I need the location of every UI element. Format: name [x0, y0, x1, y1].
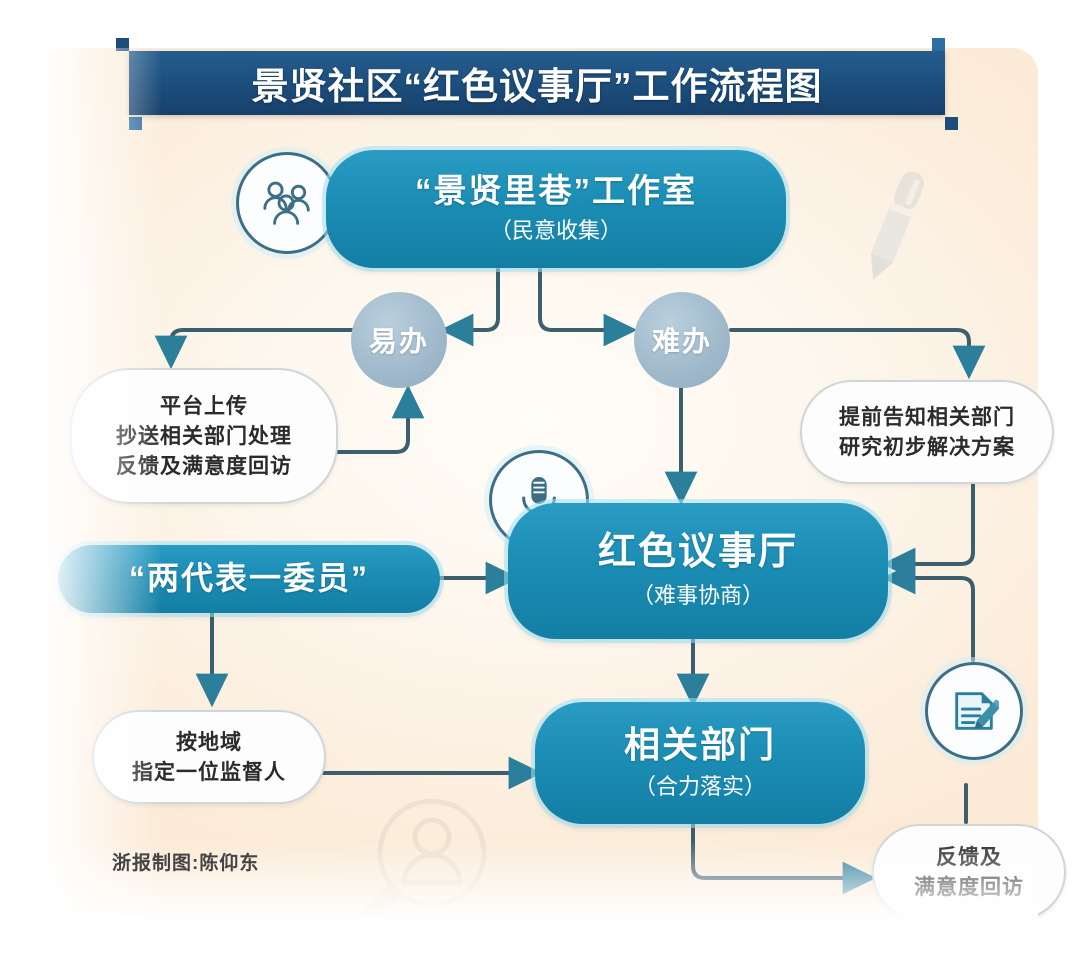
- banner-notch-bottom-right: [945, 117, 958, 130]
- pen-icon: [840, 158, 950, 288]
- node-notify-department[interactable]: 提前告知相关部门 研究初步解决方案: [800, 380, 1054, 484]
- node-easy[interactable]: 易办: [351, 292, 447, 388]
- node-platform-upload-line1: 平台上传: [160, 393, 248, 419]
- node-departments-title: 相关部门: [623, 724, 776, 766]
- clipboard-pencil-icon: [925, 662, 1023, 760]
- node-council-subtitle: （难事协商）: [631, 583, 764, 609]
- credit-line: 浙报制图:陈仰东: [112, 853, 260, 874]
- node-workshop[interactable]: “景贤里巷”工作室 （民意收集）: [326, 150, 786, 268]
- banner-notch-top-right: [932, 38, 945, 51]
- node-workshop-title: “景贤里巷”工作室: [415, 171, 697, 209]
- node-easy-label: 易办: [368, 326, 429, 357]
- node-hard-label: 难办: [651, 326, 712, 357]
- node-hard[interactable]: 难办: [634, 292, 730, 388]
- node-workshop-subtitle: （民意收集）: [489, 219, 622, 245]
- microphone-icon: [489, 450, 589, 550]
- people-group-icon: [236, 152, 338, 254]
- chart-title: 景贤社区“红色议事厅”工作流程图: [251, 66, 823, 107]
- node-council[interactable]: 红色议事厅 （难事协商）: [508, 503, 888, 639]
- node-notify-department-line2: 研究初步解决方案: [839, 434, 1015, 459]
- node-representatives-label: “两代表一委员”: [128, 560, 369, 597]
- node-notify-department-line1: 提前告知相关部门: [839, 404, 1015, 430]
- chart-title-banner: 景贤社区“红色议事厅”工作流程图: [129, 51, 945, 115]
- node-supervisor-line1: 按地域: [176, 729, 242, 755]
- panel-bottom-fade: [42, 840, 1038, 932]
- node-council-title: 红色议事厅: [597, 531, 798, 574]
- banner-notch-top-left: [116, 38, 129, 51]
- node-departments[interactable]: 相关部门 （合力落实）: [535, 702, 865, 824]
- panel-left-fade: [42, 48, 162, 932]
- node-departments-subtitle: （合力落实）: [633, 774, 766, 800]
